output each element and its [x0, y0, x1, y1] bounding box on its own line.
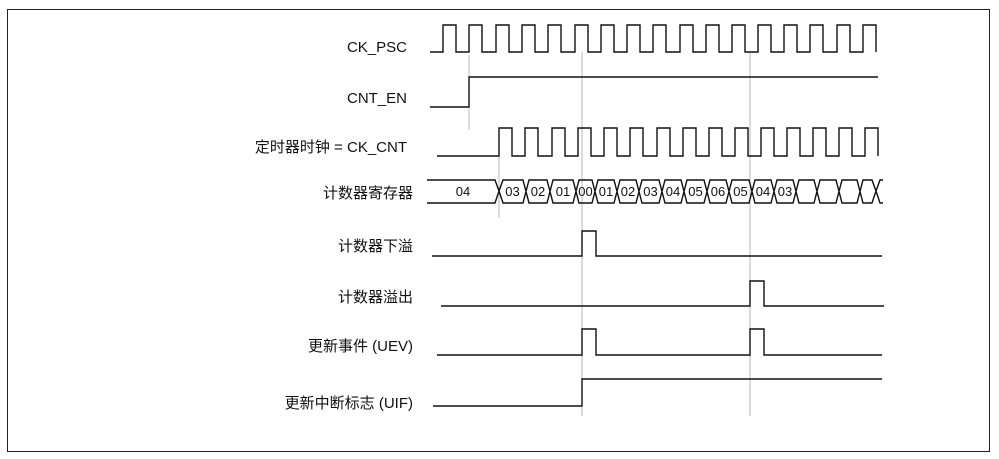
guide-lines — [468, 52, 751, 416]
label-counter-underflow: 计数器下溢 — [338, 238, 413, 255]
counter-value: 03 — [643, 184, 657, 199]
signal-labels: CK_PSC CNT_EN 定时器时钟 = CK_CNT 计数器寄存器 计数器下… — [255, 39, 413, 412]
counter-value: 05 — [733, 184, 747, 199]
counter-value: 04 — [756, 184, 770, 199]
label-timer-clock: 定时器时钟 = CK_CNT — [255, 139, 407, 156]
waveform-update-flag — [433, 378, 882, 407]
counter-value: 04 — [456, 184, 470, 199]
waveform-cnt-en — [430, 76, 878, 108]
label-update-flag: 更新中断标志 (UIF) — [285, 395, 413, 412]
label-cnt-en: CNT_EN — [347, 90, 407, 107]
label-counter-overflow: 计数器溢出 — [338, 289, 413, 306]
waveform-counter-underflow — [432, 230, 882, 257]
diagram-frame — [7, 9, 990, 452]
counter-value: 03 — [505, 184, 519, 199]
label-counter-register: 计数器寄存器 — [323, 184, 413, 202]
counter-value: 02 — [621, 184, 635, 199]
counter-value: 01 — [556, 184, 570, 199]
waveform-ck-psc — [430, 24, 877, 53]
waveform-timer-clock — [437, 127, 879, 157]
counter-value: 02 — [531, 184, 545, 199]
waveform-update-event — [437, 328, 882, 356]
waveform-counter-overflow — [441, 280, 884, 307]
counter-value: 04 — [666, 184, 680, 199]
counter-value: 06 — [711, 184, 725, 199]
label-ck-psc: CK_PSC — [347, 39, 407, 56]
counter-value: 05 — [688, 184, 702, 199]
counter-value: 03 — [778, 184, 792, 199]
label-update-event: 更新事件 (UEV) — [308, 338, 413, 355]
bus-continuation — [875, 179, 883, 204]
waveforms — [427, 24, 884, 407]
counter-register-bus — [427, 179, 883, 204]
counter-value: 00 — [578, 184, 592, 199]
counter-values: 04 03 02 01 00 01 02 03 04 05 06 05 04 0… — [456, 184, 792, 199]
counter-value: 01 — [599, 184, 613, 199]
